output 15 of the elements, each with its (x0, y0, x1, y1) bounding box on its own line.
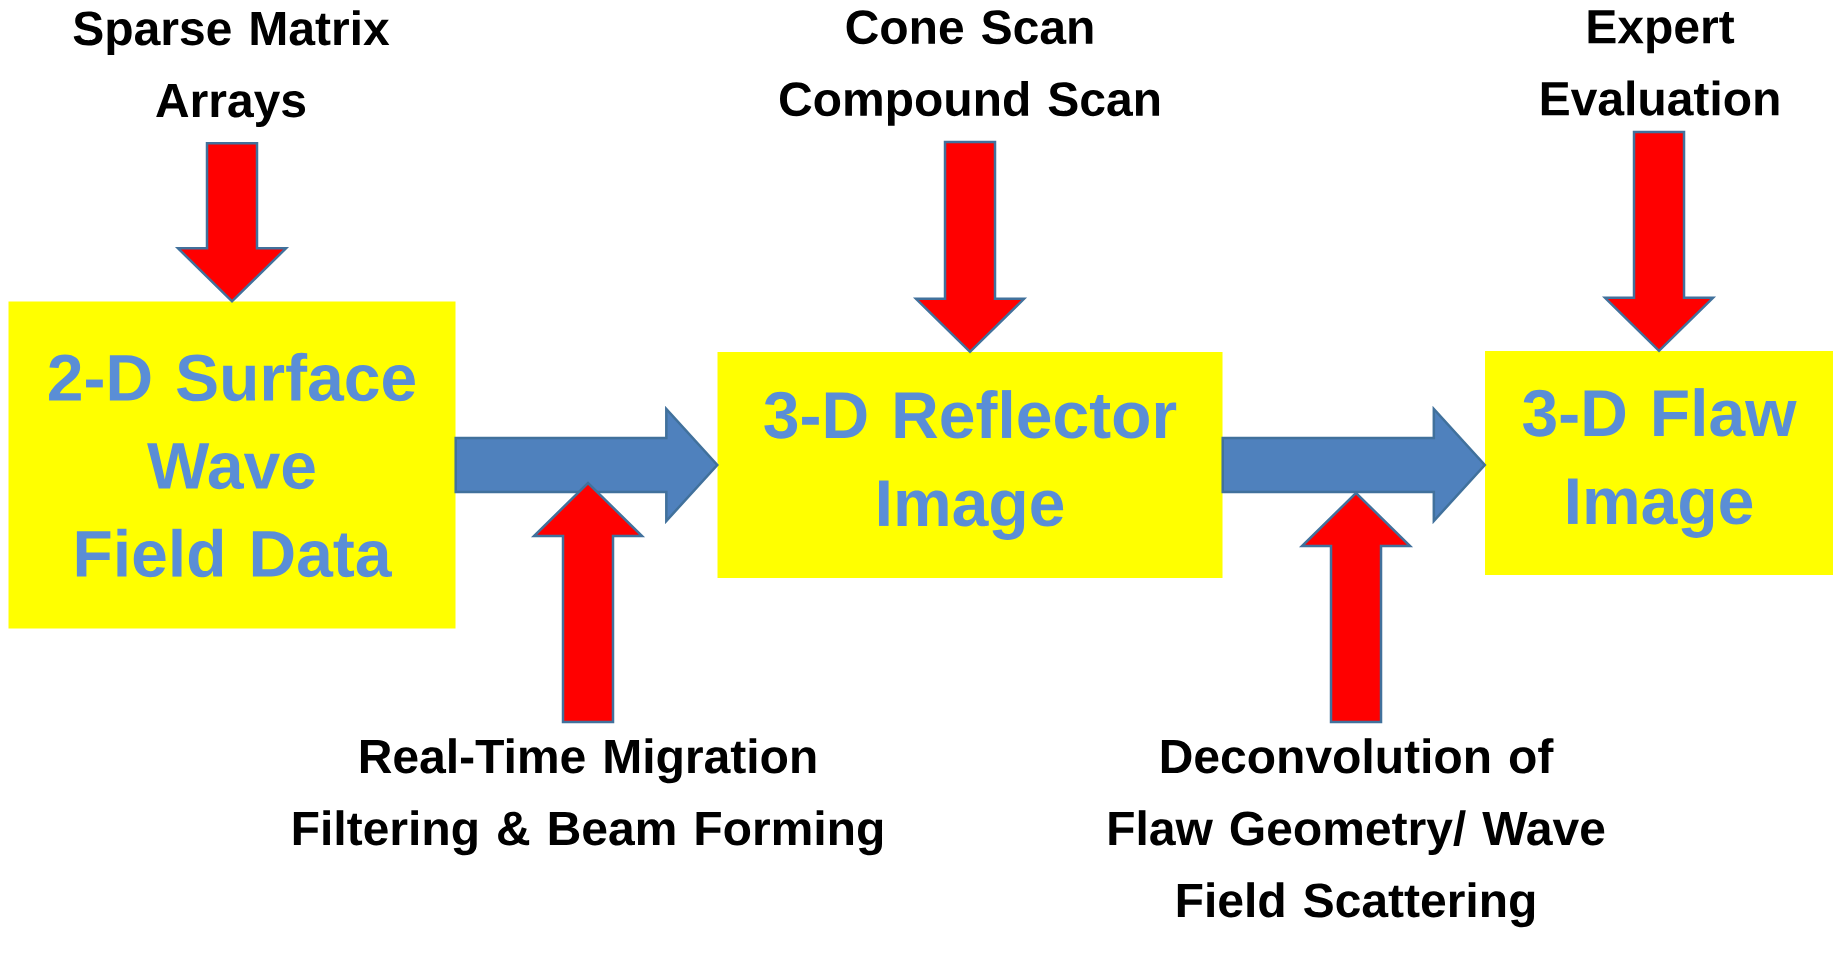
annotation-text: Deconvolution of Flaw Geometry/ Wave Field Scattering (1109, 738, 1605, 928)
process-box: 3-D Flaw Image (1485, 351, 1833, 575)
annotation-text: Real-Time Migration Filtering & Beam Forming (293, 738, 883, 856)
block-arrow (912, 140, 1028, 354)
annotation-text: Expert Evaluation (1541, 10, 1779, 116)
block-arrow (454, 405, 719, 525)
process-box: 3-D Reflector Image (717, 352, 1223, 578)
block-arrow (1601, 130, 1717, 353)
block-arrow (1221, 405, 1487, 525)
annotation-text: Cone Scan Compound Scan (780, 10, 1160, 126)
block-arrow (1298, 491, 1414, 724)
process-box: 2-D Surface Wave Field Data (8, 301, 456, 629)
block-arrow (530, 481, 646, 724)
block-arrow (174, 141, 290, 304)
annotation-text: Sparse Matrix Arrays (73, 10, 390, 127)
